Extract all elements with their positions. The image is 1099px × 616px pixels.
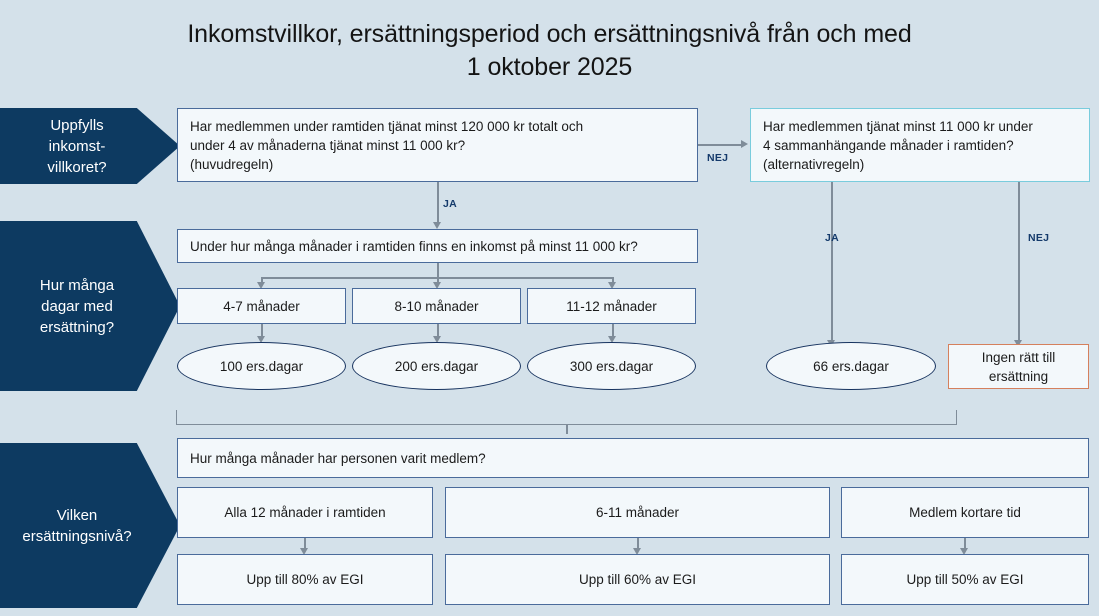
huvudregeln-line2: under 4 av månaderna tjänat minst 11 000… (190, 137, 466, 153)
banner-dagar-line3: ersättning? (39, 318, 115, 336)
connector-row2-stem (437, 263, 439, 278)
result-1-text: 200 ers.dagar (394, 358, 479, 374)
arrowhead-to-alternativregeln (741, 140, 748, 148)
box-row2-question[interactable]: Under hur många månader i ramtiden finns… (177, 229, 698, 263)
row3-option-1-text: 6-11 månader (595, 505, 680, 520)
ellipse-result-300-dagar[interactable]: 300 ers.dagar (527, 342, 696, 390)
box-row2-option-1[interactable]: 8-10 månader (352, 288, 521, 324)
box-row2-option-2[interactable]: 11-12 månader (527, 288, 696, 324)
row2-option-2-text: 11-12 månader (566, 298, 657, 314)
row2-question-text: Under hur många månader i ramtiden finns… (190, 238, 638, 254)
ellipse-result-200-dagar[interactable]: 200 ers.dagar (352, 342, 521, 390)
connector-row3-option2-to-result2 (964, 538, 966, 550)
row2-option-1-text: 8-10 månader (394, 298, 479, 314)
box-row3-result-1[interactable]: Upp till 60% av EGI (445, 554, 830, 605)
edge-label-nej-right: NEJ (707, 152, 729, 164)
arrowhead-result-2 (608, 336, 616, 343)
row3-result-0-text: Upp till 80% av EGI (246, 572, 364, 587)
banner-inkomstvillkoret: Uppfylls inkomst- villkoret? (0, 108, 180, 184)
box-row2-option-0[interactable]: 4-7 månader (177, 288, 346, 324)
arrowhead-row3-result-2 (960, 548, 968, 555)
banner-niva-line1: Vilken (56, 506, 98, 524)
edge-label-ja-right-branch: JA (825, 232, 840, 244)
box-row3-result-0[interactable]: Upp till 80% av EGI (177, 554, 433, 605)
connector-option0-to-result0 (261, 324, 263, 338)
box-row3-question[interactable]: Hur många månader har personen varit med… (177, 438, 1089, 478)
connector-results-bracket (176, 410, 957, 425)
arrowhead-row2-option-2 (608, 282, 616, 289)
huvudregeln-line3: (huvudregeln) (190, 156, 274, 172)
arrowhead-ingen-ratt (1014, 340, 1022, 347)
banner-inkomstvillkoret-line2: inkomst- (48, 137, 106, 155)
banner-niva-line2: ersättningsnivå? (22, 527, 132, 545)
connector-row2-branch-right (612, 277, 614, 284)
banner-inkomstvillkoret-line3: villkoret? (47, 158, 107, 176)
result-66-text: 66 ers.dagar (813, 358, 889, 374)
connector-huvudregeln-to-alternativregeln (698, 144, 743, 146)
page-title-line1: Inkomstvillkor, ersättningsperiod och er… (187, 20, 912, 48)
edge-label-ja-down: JA (443, 198, 458, 210)
page-title-line2: 1 oktober 2025 (466, 53, 633, 81)
row3-result-1-text: Upp till 60% av EGI (578, 572, 697, 587)
banner-dagar-line2: dagar med (41, 297, 113, 315)
row3-option-0-text: Alla 12 månader i ramtiden (224, 505, 386, 520)
result-0-text: 100 ers.dagar (219, 358, 304, 374)
arrowhead-result-0 (257, 336, 265, 343)
box-row3-option-0[interactable]: Alla 12 månader i ramtiden (177, 487, 433, 538)
arrowhead-row3-result-1 (633, 548, 641, 555)
ellipse-result-100-dagar[interactable]: 100 ers.dagar (177, 342, 346, 390)
result-2-text: 300 ers.dagar (569, 358, 654, 374)
row3-question-text: Hur många månader har personen varit med… (190, 450, 486, 466)
connector-bracket-stem-to-row3 (566, 424, 568, 434)
connector-option1-to-result1 (437, 324, 439, 338)
banner-inkomstvillkoret-line1: Uppfylls (50, 116, 104, 134)
arrowhead-row3-result-0 (300, 548, 308, 555)
alternativregeln-line1: Har medlemmen tjänat minst 11 000 kr und… (763, 118, 1033, 134)
box-huvudregeln[interactable]: Har medlemmen under ramtiden tjänat mins… (177, 108, 698, 182)
edge-label-nej-right-branch: NEJ (1028, 232, 1050, 244)
row3-option-2-text: Medlem kortare tid (909, 505, 1021, 520)
connector-row2-branch-left (261, 277, 263, 284)
box-ingen-ratt-till-ersattning[interactable]: Ingen rätt till ersättning (948, 344, 1089, 389)
box-alternativregeln[interactable]: Har medlemmen tjänat minst 11 000 kr und… (750, 108, 1090, 182)
alternativregeln-line3: (alternativregeln) (763, 156, 865, 172)
ellipse-result-66-dagar[interactable]: 66 ers.dagar (766, 342, 936, 390)
box-row3-option-1[interactable]: 6-11 månader (445, 487, 830, 538)
banner-ersattningsniva: Vilken ersättningsnivå? (0, 443, 180, 608)
connector-option2-to-result2 (612, 324, 614, 338)
huvudregeln-line1: Har medlemmen under ramtiden tjänat mins… (190, 118, 584, 134)
banner-dagar-med-ersattning: Hur många dagar med ersättning? (0, 221, 180, 391)
alternativregeln-line2: 4 sammanhängande månader i ramtiden? (763, 137, 1014, 153)
row2-option-0-text: 4-7 månader (223, 298, 300, 314)
row3-result-2-text: Upp till 50% av EGI (906, 572, 1024, 587)
ingen-ratt-line1: Ingen rätt till (981, 349, 1056, 365)
connector-alternativregeln-ja (831, 182, 833, 342)
box-row3-result-2[interactable]: Upp till 50% av EGI (841, 554, 1089, 605)
page-title: Inkomstvillkor, ersättningsperiod och er… (0, 18, 1099, 84)
arrowhead-to-row2-question (433, 222, 441, 229)
connector-row3-option0-to-result0 (304, 538, 306, 550)
arrowhead-row2-option-0 (257, 282, 265, 289)
arrowhead-result-1 (433, 336, 441, 343)
arrowhead-row2-option-1 (433, 282, 441, 289)
connector-row2-branch-mid (437, 277, 439, 284)
connector-row3-option1-to-result1 (637, 538, 639, 550)
banner-dagar-line1: Hur många (39, 276, 115, 294)
ingen-ratt-line2: ersättning (988, 368, 1049, 384)
connector-alternativregeln-nej (1018, 182, 1020, 342)
connector-huvudregeln-to-row2 (437, 182, 439, 224)
box-row3-option-2[interactable]: Medlem kortare tid (841, 487, 1089, 538)
